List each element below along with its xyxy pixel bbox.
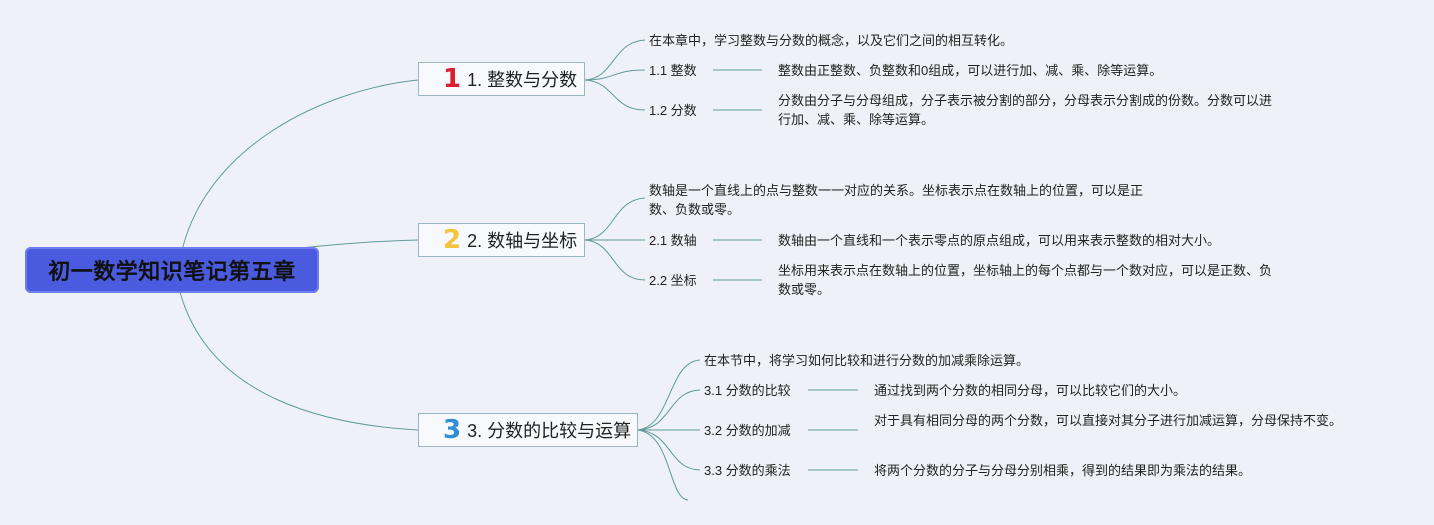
branch-3-item-1-desc: 通过找到两个分数的相同分母，可以比较它们的大小。 [874,383,1187,398]
branch-2-label: 2. 数轴与坐标 [467,231,578,251]
branch-3-item-3-desc: 将两个分数的分子与分母分别相乘，得到的结果即为乘法的结果。 [874,463,1252,478]
link-b3-intro [637,359,701,431]
link-b1-item1 [584,69,646,81]
link-b2-intro [584,197,646,241]
branch-1-item-2-label: 1.2 分数 [649,103,697,118]
link-b1-item2 [584,79,646,111]
link-root-branch2 [299,239,419,249]
branch-3-item-1-label: 3.1 分数的比较 [704,383,791,398]
branch-3-label: 3. 分数的比较与运算 [467,421,632,441]
branch-3-node[interactable]: 3 3. 分数的比较与运算 [418,413,638,447]
branch-3-item-2-label: 3.2 分数的加减 [704,423,791,438]
branch-1-intro: 在本章中，学习整数与分数的概念，以及它们之间的相互转化。 [649,33,1014,48]
branch-2-node[interactable]: 2 2. 数轴与坐标 [418,223,585,257]
number-2-icon: 2 [443,225,462,255]
branch-1-node[interactable]: 1 1. 整数与分数 [418,62,585,96]
link-b3-extra [637,429,689,501]
branch-1-item-2-desc: 分数由分子与分母组成，分子表示被分割的部分，分母表示分割成的份数。分数可以进行加… [778,93,1273,127]
link-b2-item2 [584,239,646,281]
branch-3-item-2-desc: 对于具有相同分母的两个分数，可以直接对其分子进行加减运算，分母保持不变。 [874,413,1343,428]
branch-2-item-1-label: 2.1 数轴 [649,233,697,248]
branch-3-item-3-label: 3.3 分数的乘法 [704,463,791,478]
branch-2-item-1-desc: 数轴由一个直线和一个表示零点的原点组成，可以用来表示整数的相对大小。 [778,233,1221,248]
number-3-icon: 3 [443,415,462,445]
branch-2-item-2-desc: 坐标用来表示点在数轴上的位置，坐标轴上的每个点都与一个数对应，可以是正数、负数或… [778,263,1273,297]
link-b3-item1 [637,389,701,431]
number-1-icon: 1 [443,64,462,94]
root-node[interactable]: 初一数学知识笔记第五章 [25,247,319,293]
link-b3-item3 [637,429,701,471]
link-b1-intro [584,39,646,81]
branch-3-intro: 在本节中，将学习如何比较和进行分数的加减乘除运算。 [704,353,1030,368]
branch-1-item-1-desc: 整数由正整数、负整数和0组成，可以进行加、减、乘、除等运算。 [778,63,1163,78]
root-title: 初一数学知识笔记第五章 [48,259,296,284]
branch-2-item-2-label: 2.2 坐标 [649,273,697,288]
branch-2-intro: 数轴是一个直线上的点与整数一一对应的关系。坐标表示点在数轴上的位置，可以是正数、… [649,183,1144,217]
link-root-branch1 [179,79,419,261]
branch-1-label: 1. 整数与分数 [467,70,578,90]
link-root-branch3 [179,291,419,431]
branch-1-item-1-label: 1.1 整数 [649,63,697,78]
